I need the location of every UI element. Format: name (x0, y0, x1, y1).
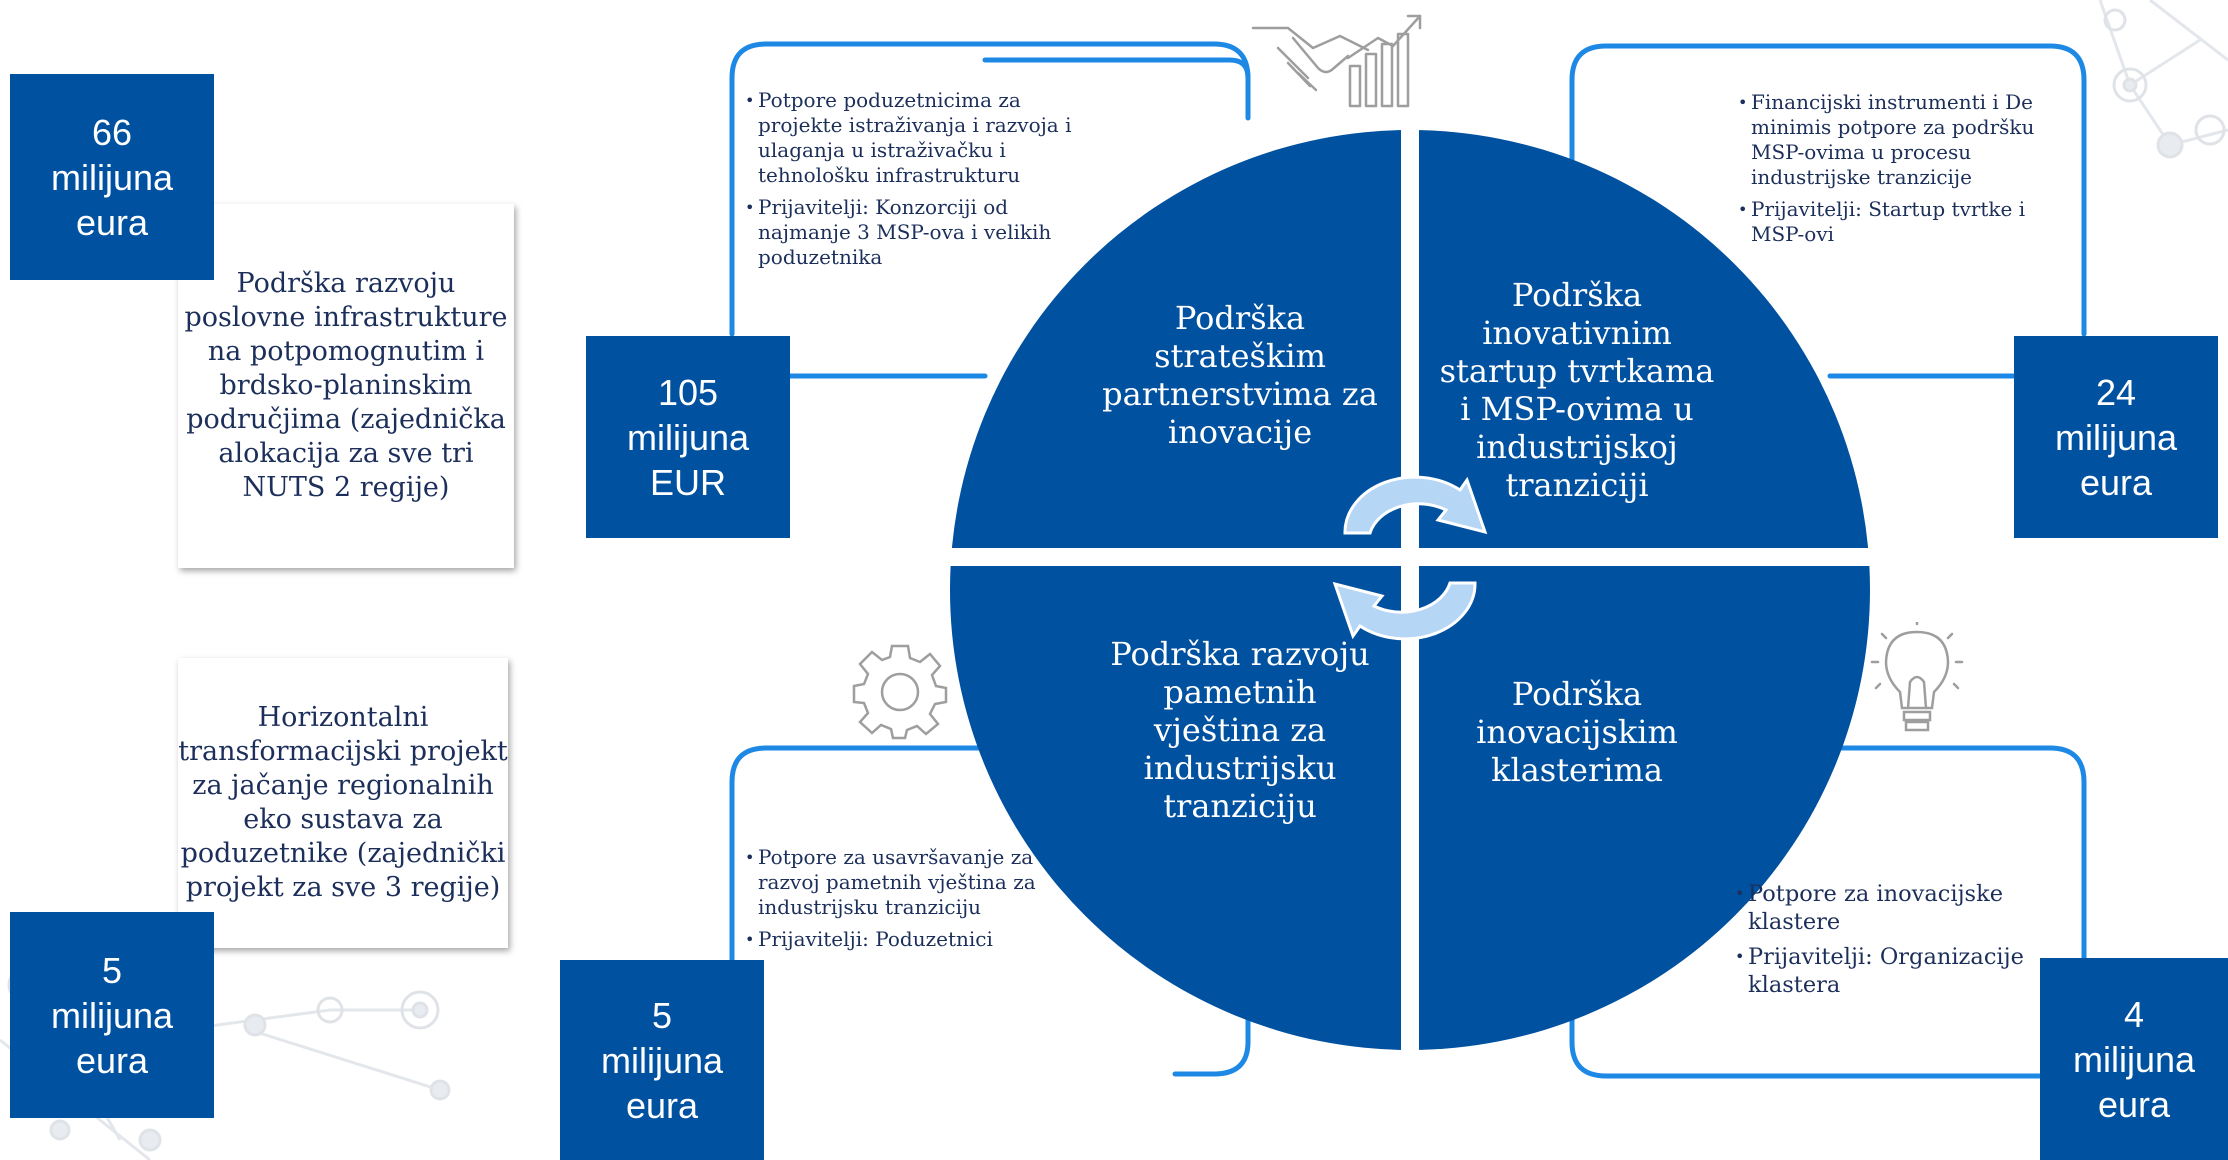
left-amount-box-66: 66 milijuna eura (10, 74, 214, 280)
quadrant-bottom-right-title: Podrška inovacijskim klasterima (1462, 672, 1692, 792)
quadrant-top-left-title: Podrška strateškim partnerstvima za inov… (1100, 299, 1380, 451)
list-item: Potpore poduzetnicima za projekte istraž… (745, 88, 1085, 188)
amount-currency: eura (625, 1084, 699, 1126)
amount-currency: eura (2079, 461, 2153, 503)
quadrant-top-right-title-text: Podrška inovativnim startup tvrtkama i M… (1439, 276, 1715, 504)
top-right-bullets: Financijski instrumenti i De minimis pot… (1738, 90, 2048, 254)
amount-currency: eura (75, 201, 149, 243)
bottom-right-amount-box: 4 milijuna eura (2040, 958, 2228, 1160)
quadrant-bottom-right-title-text: Podrška inovacijskim klasterima (1476, 675, 1678, 789)
left-card-horizontal-project: Horizontalni transformacijski projekt za… (178, 658, 508, 948)
top-left-bullets: Potpore poduzetnicima za projekte istraž… (745, 88, 1085, 277)
amount-value: 4 (2123, 993, 2145, 1035)
lightbulb-icon (1870, 622, 1964, 732)
cycle-arrows-icon (1332, 475, 1488, 641)
amount-unit: milijuna (2054, 416, 2178, 458)
quadrant-circle (950, 130, 1870, 1050)
bottom-right-bullets: Potpore za inovacijske klastere Prijavit… (1735, 880, 2035, 1006)
list-item: Prijavitelji: Konzorciji od najmanje 3 M… (745, 195, 1085, 270)
amount-value: 5 (101, 949, 123, 991)
amount-value: 5 (651, 994, 673, 1036)
amount-currency: eura (2097, 1083, 2171, 1125)
amount-currency: eura (75, 1039, 149, 1081)
left-card-2-text: Horizontalni transformacijski projekt za… (178, 702, 508, 903)
list-item: Potpore za usavršavanje za razvoj pametn… (745, 845, 1055, 920)
left-amount-box-5: 5 milijuna eura (10, 912, 214, 1118)
amount-value: 66 (91, 111, 133, 153)
amount-unit: milijuna (600, 1039, 724, 1081)
quadrant-top-right-title: Podrška inovativnim startup tvrtkama i M… (1432, 270, 1722, 510)
amount-unit: milijuna (626, 416, 750, 458)
bottom-left-amount-box: 5 milijuna eura (560, 960, 764, 1160)
top-left-amount-box: 105 milijuna EUR (586, 336, 790, 538)
bottom-left-bullets: Potpore za usavršavanje za razvoj pametn… (745, 845, 1055, 959)
amount-currency: EUR (649, 461, 726, 503)
top-right-amount-box: 24 milijuna eura (2014, 336, 2218, 538)
amount-value: 105 (657, 371, 719, 413)
handshake-chart-icon (1251, 14, 1422, 108)
list-item: Financijski instrumenti i De minimis pot… (1738, 90, 2048, 190)
list-item: Prijavitelji: Organizacije klastera (1735, 943, 2035, 999)
amount-unit: milijuna (50, 994, 174, 1036)
quadrant-bottom-left-title: Podrška razvoju pametnih vještina za ind… (1100, 635, 1380, 825)
quadrant-bottom-left-title-text: Podrška razvoju pametnih vještina za ind… (1110, 635, 1370, 825)
list-item: Prijavitelji: Poduzetnici (745, 927, 1055, 952)
list-item: Prijavitelji: Startup tvrtke i MSP-ovi (1738, 197, 2048, 247)
list-item: Potpore za inovacijske klastere (1735, 880, 2035, 936)
gear-icon (852, 644, 948, 740)
quadrant-top-left-title-text: Podrška strateškim partnerstvima za inov… (1102, 299, 1378, 451)
left-card-1-text: Podrška razvoju poslovne infrastrukture … (184, 268, 508, 503)
amount-value: 24 (2095, 371, 2137, 413)
amount-unit: milijuna (50, 156, 174, 198)
left-card-business-infrastructure: Podrška razvoju poslovne infrastrukture … (178, 204, 514, 568)
amount-unit: milijuna (2072, 1038, 2196, 1080)
